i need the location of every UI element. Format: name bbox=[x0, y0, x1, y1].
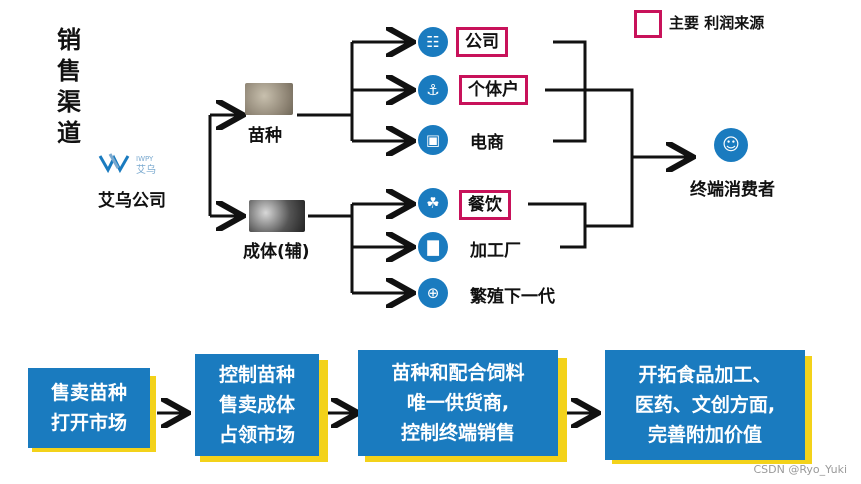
strategy-2-line-2: 售卖成体 bbox=[218, 394, 295, 416]
strategy-step-2: 控制苗种 售卖成体 占领市场 bbox=[195, 354, 319, 456]
strategy-1-line-2: 打开市场 bbox=[50, 412, 127, 434]
page-title: 销售渠道 bbox=[57, 26, 81, 147]
legend-swatch bbox=[634, 10, 662, 38]
channel-breeding: 繁殖下一代 bbox=[470, 287, 555, 307]
strategy-step-4: 开拓食品加工、 医药、文创方面, 完善附加价值 bbox=[605, 350, 805, 460]
strategy-2-line-1: 控制苗种 bbox=[218, 364, 295, 386]
strategy-3-line-1: 苗种和配合饲料 bbox=[391, 362, 525, 384]
strategy-step-1: 售卖苗种 打开市场 bbox=[28, 368, 150, 448]
factory-icon: ▇ bbox=[418, 232, 448, 262]
end-consumer: 终端消费者 bbox=[690, 180, 775, 200]
channel-ecommerce: 电商 bbox=[470, 133, 504, 153]
strategy-2-line-3: 占领市场 bbox=[218, 424, 295, 446]
channel-individual: 个体户 bbox=[459, 75, 528, 105]
shopper-icon: ☺ bbox=[714, 128, 748, 162]
people-icon: ☷ bbox=[418, 27, 448, 57]
globe-icon: ⊕ bbox=[418, 278, 448, 308]
legend-label: 主要 利润来源 bbox=[669, 14, 765, 32]
product-adult: 成体(辅) bbox=[243, 242, 310, 262]
product-seedling: 苗种 bbox=[248, 126, 282, 146]
watermark: CSDN @Ryo_Yuki bbox=[753, 463, 848, 476]
leaf-icon: ☘ bbox=[418, 188, 448, 218]
logo-text: 艾乌 bbox=[136, 163, 156, 176]
fisher-icon: ⚓ bbox=[418, 75, 448, 105]
company-name: 艾乌公司 bbox=[98, 191, 166, 211]
adult-photo bbox=[249, 200, 305, 232]
laptop-icon: ▣ bbox=[418, 125, 448, 155]
strategy-3-line-3: 控制终端销售 bbox=[400, 422, 515, 444]
logo-sub: IWPY bbox=[136, 155, 154, 163]
strategy-step-3: 苗种和配合饲料 唯一供货商, 控制终端销售 bbox=[358, 350, 558, 456]
strategy-4-line-3: 完善附加价值 bbox=[647, 424, 762, 446]
logo-icon: IWPY 艾乌 bbox=[98, 153, 156, 176]
channel-company: 公司 bbox=[456, 27, 508, 57]
strategy-4-line-1: 开拓食品加工、 bbox=[638, 364, 772, 386]
seedling-photo bbox=[245, 83, 293, 115]
channel-catering: 餐饮 bbox=[459, 190, 511, 220]
company-logo: IWPY 艾乌 bbox=[98, 150, 168, 176]
strategy-1-line-1: 售卖苗种 bbox=[50, 382, 127, 404]
strategy-4-line-2: 医药、文创方面, bbox=[634, 394, 776, 416]
strategy-3-line-2: 唯一供货商, bbox=[406, 392, 510, 414]
channel-factory: 加工厂 bbox=[470, 241, 521, 261]
